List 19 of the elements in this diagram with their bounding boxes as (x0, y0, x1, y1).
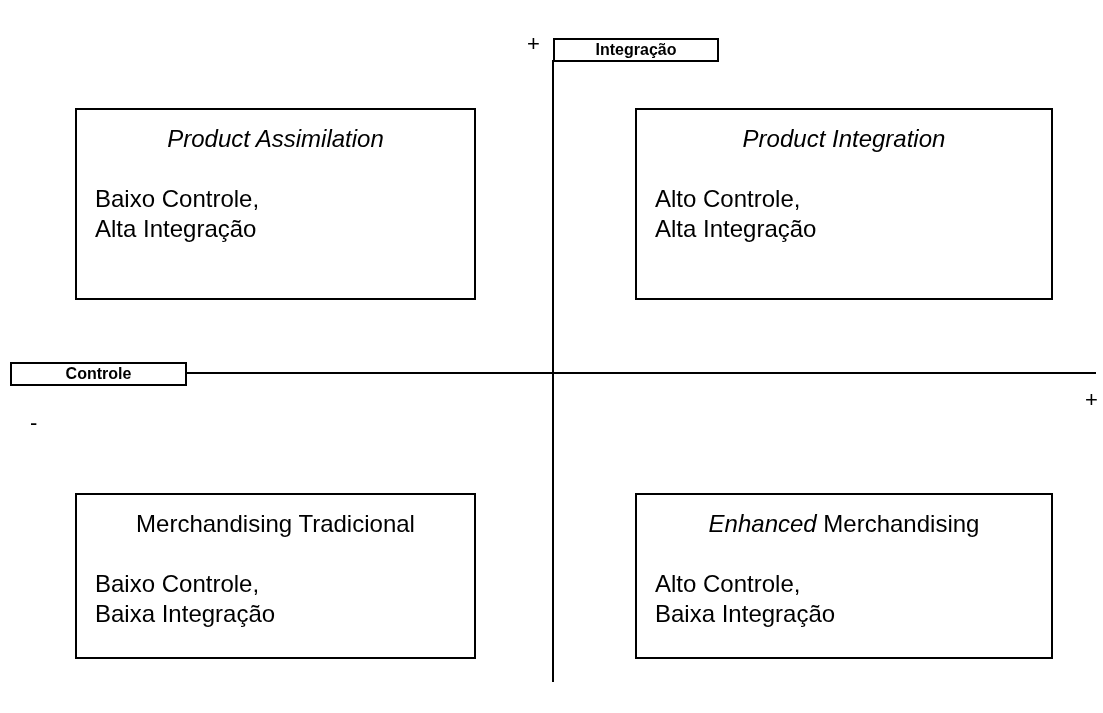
axis-label-box (553, 38, 719, 62)
axis-label: Controle (65, 365, 132, 383)
quadrant-title: Product Assimilation (166, 124, 385, 154)
axis-sign: + (527, 33, 540, 55)
axis-sign: + (1085, 389, 1098, 411)
quadrant-title: Merchandising Tradicional (135, 509, 416, 539)
axis-label: Integração (595, 41, 677, 59)
quadrant-box (635, 108, 1053, 300)
quadrant-box (635, 493, 1053, 659)
quadrant-title: Enhanced Merchandising (707, 509, 981, 539)
quadrant-description: Baixo Controle, Baixa Integração (95, 569, 277, 629)
quadrant-box (75, 493, 476, 659)
quadrant-description: Baixo Controle, Alta Integração (95, 184, 261, 244)
quadrant-box (75, 108, 476, 300)
quadrant-description: Alto Controle, Alta Integração (655, 184, 818, 244)
quadrant-title: Product Integration (741, 124, 947, 154)
axis-sign: - (30, 412, 38, 434)
quadrant-description: Alto Controle, Baixa Integração (655, 569, 837, 629)
axis-label-box (10, 362, 187, 386)
